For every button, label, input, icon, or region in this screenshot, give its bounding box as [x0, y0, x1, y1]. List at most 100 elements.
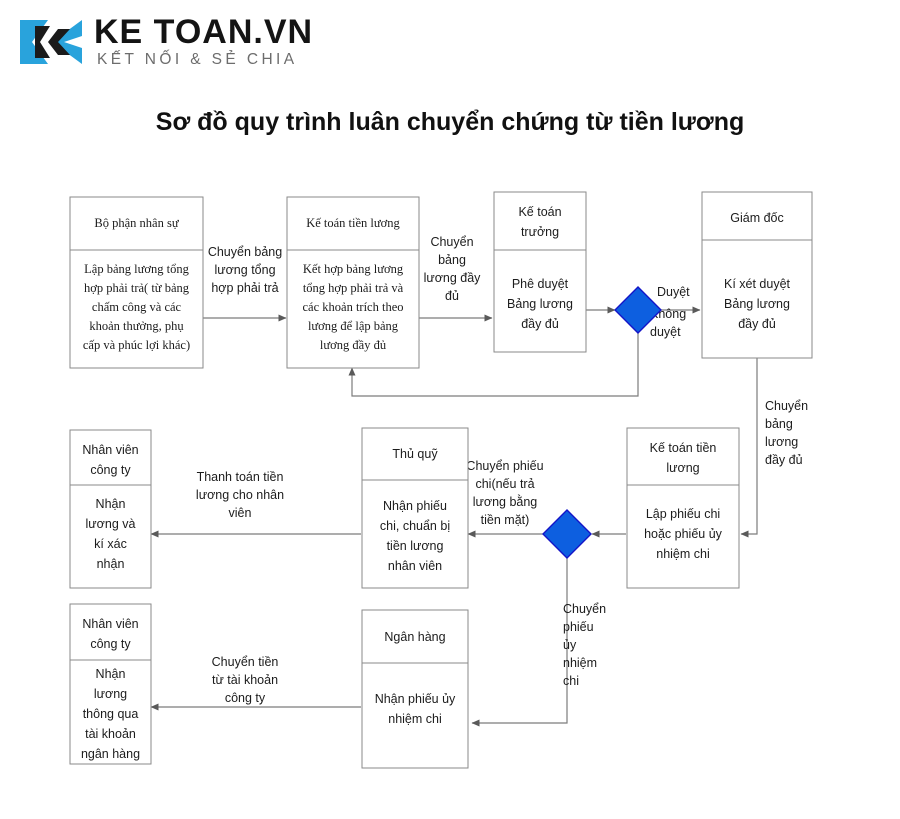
edge-label-line: viên: [229, 506, 252, 520]
node-ke-toan-tien-luong-1[interactable]: Kế toán tiền lương Kết hợp bảng lương tổ…: [286, 196, 420, 369]
edge-label-line: bảng: [438, 253, 466, 267]
edge-label-line: phiếu: [563, 620, 594, 634]
node-title-line: Thủ quỹ: [392, 447, 438, 461]
node-body-line: nhiệm chi: [388, 712, 442, 726]
edge-director-to-payroll2: Chuyển bảng lương đầy đủ: [740, 358, 808, 538]
node-body-line: lương và: [86, 517, 136, 531]
node-body-line: Nhận: [96, 497, 126, 511]
node-body-line: nhiệm chi: [656, 547, 710, 561]
edge-label-line: Chuyển tiền: [212, 655, 279, 669]
node-body-line: hoặc phiếu ủy: [644, 527, 723, 541]
node-title-line: công ty: [90, 637, 131, 651]
edge-label-line: bảng: [765, 417, 793, 431]
ketoan-k-chevron-logo-icon: [18, 16, 86, 68]
brand-header: KE TOAN.VN KẾT NỐI & SẺ CHIA: [0, 0, 900, 90]
edge-label-line: duyệt: [650, 325, 681, 339]
edge-label-line: ủy: [563, 638, 577, 652]
edge-label-line: lương tổng: [214, 263, 275, 277]
edge-label-line: lương đầy: [424, 271, 482, 285]
edge-label-line: lương: [765, 435, 798, 449]
node-title-line: Giám đốc: [730, 211, 784, 225]
node-body-line: các khoản trích theo: [303, 300, 404, 314]
node-title-line: lương: [666, 461, 699, 475]
edge-bank-transfer: Chuyển tiền từ tài khoản công ty: [150, 655, 361, 711]
edge-label-line: chi(nếu trả: [475, 477, 534, 491]
edge-decision-rejected: Không duyệt: [348, 307, 686, 397]
node-body-line: Nhận: [96, 667, 126, 681]
node-ke-toan-truong[interactable]: Kế toán trưởng Phê duyệt Bảng lương đầy …: [493, 191, 587, 353]
node-body-line: Nhận phiếu: [383, 499, 447, 513]
edge-label-line: từ tài khoản: [212, 673, 278, 687]
node-body-line: Phê duyệt: [512, 277, 569, 291]
node-body-line: lương: [94, 687, 127, 701]
node-body-line: nhân viên: [388, 559, 442, 573]
edge-label-line: nhiệm: [563, 656, 597, 670]
node-ke-toan-tien-luong-2[interactable]: Kế toán tiền lương Lập phiếu chi hoặc ph…: [626, 427, 740, 589]
node-body-line: Kí xét duyệt: [724, 277, 791, 291]
edge-label-line: Thanh toán tiền: [197, 470, 284, 484]
edge-label-line: công ty: [225, 691, 266, 705]
node-body-line: lương đầy đủ: [320, 338, 387, 352]
edge-label-line: Chuyển phiếu: [466, 459, 543, 473]
page-title: Sơ đồ quy trình luân chuyển chứng từ tiề…: [155, 108, 745, 136]
node-body-line: nhận: [97, 557, 125, 571]
brand-text-block: KE TOAN.VN KẾT NỐI & SẺ CHIA: [94, 14, 313, 70]
node-nhan-vien-cong-ty-2[interactable]: Nhân viên công ty Nhận lương thông qua t…: [69, 603, 152, 765]
edge-label-line: Chuyển: [430, 235, 473, 249]
node-body-line: ngân hàng: [81, 747, 140, 761]
edge-cash-voucher: Chuyển phiếu chi(nếu trả lương bằng tiền…: [466, 459, 544, 538]
node-body-line: đầy đủ: [521, 317, 559, 331]
decision-payment-method[interactable]: [542, 509, 592, 559]
node-title-line: Nhân viên: [82, 617, 138, 631]
node-bo-phan-nhan-su[interactable]: Bộ phận nhân sự Lập bảng lương tổng hợp …: [69, 196, 204, 369]
brand-name: KE TOAN.VN: [94, 13, 314, 51]
node-body-line: thông qua: [83, 707, 139, 721]
node-ngan-hang[interactable]: Ngân hàng Nhận phiếu ủy nhiệm chi: [361, 609, 469, 769]
edge-label-line: Chuyển: [563, 602, 606, 616]
node-title-line: Ngân hàng: [384, 630, 445, 644]
node-body-line: Nhận phiếu ủy: [375, 692, 456, 706]
node-body-line: chấm công và các: [92, 300, 182, 314]
node-body-line: Lập phiếu chi: [646, 507, 720, 521]
edge-transfer-voucher: Chuyển phiếu ủy nhiệm chi: [471, 558, 606, 727]
edge-label-line: đầy đủ: [765, 453, 803, 467]
node-title-line: Nhân viên: [82, 443, 138, 457]
node-body-line: tài khoản: [85, 727, 136, 741]
edge-label-line: Chuyển bảng: [208, 245, 282, 259]
edge-label-line: lương cho nhân: [196, 488, 284, 502]
node-body-line: khoản thưởng, phụ: [89, 319, 184, 333]
node-body-line: Lập bảng lương tổng: [84, 262, 189, 276]
node-giam-doc[interactable]: Giám đốc Kí xét duyệt Bảng lương đầy đủ: [701, 191, 813, 359]
node-title-line: Bộ phận nhân sự: [94, 216, 179, 230]
node-title-line: công ty: [90, 463, 131, 477]
edge-label-line: Chuyển: [765, 399, 808, 413]
node-nhan-vien-cong-ty-1[interactable]: Nhân viên công ty Nhận lương và kí xác n…: [69, 429, 152, 589]
edge-decision-approved: Duyệt: [657, 285, 701, 314]
edge-label-line: chi: [563, 674, 579, 688]
node-body-line: đầy đủ: [738, 317, 776, 331]
node-thu-quy[interactable]: Thủ quỹ Nhận phiếu chi, chuẩn bị tiền lư…: [361, 427, 469, 589]
edge-payroll-to-chief: Chuyển bảng lương đầy đủ: [419, 235, 493, 322]
edge-label-line: đủ: [445, 289, 459, 303]
brand-tagline: KẾT NỐI & SẺ CHIA: [97, 51, 298, 68]
node-body-line: hợp phải trả( từ bảng: [84, 281, 190, 295]
node-title-line: Kế toán tiền lương: [306, 216, 400, 230]
decision-approval[interactable]: [614, 286, 662, 334]
node-body-line: tổng hợp phải trả và: [303, 281, 404, 295]
node-body-line: Bảng lương: [724, 297, 790, 311]
node-body-line: chi, chuẩn bị: [380, 519, 450, 533]
node-title-line: trưởng: [521, 225, 559, 239]
edge-label-line: hợp phải trả: [211, 281, 278, 295]
node-body-line: tiền lương: [387, 539, 444, 553]
node-body-line: Kết hợp bảng lương: [303, 262, 404, 276]
edge-pay-employee-cash: Thanh toán tiền lương cho nhân viên: [150, 470, 361, 538]
node-body-line: cấp và phúc lợi khác): [83, 338, 190, 352]
edge-label-line: Duyệt: [657, 285, 690, 299]
node-title-line: Kế toán tiền: [650, 441, 717, 455]
node-body-line: kí xác: [94, 537, 127, 551]
node-body-line: Bảng lương: [507, 297, 573, 311]
edge-label-line: lương bằng: [473, 494, 538, 509]
node-title-line: Kế toán: [518, 205, 561, 219]
edge-hr-to-payroll: Chuyển bảng lương tổng hợp phải trả: [203, 245, 287, 322]
node-body-line: lương để lập bảng: [308, 319, 399, 333]
